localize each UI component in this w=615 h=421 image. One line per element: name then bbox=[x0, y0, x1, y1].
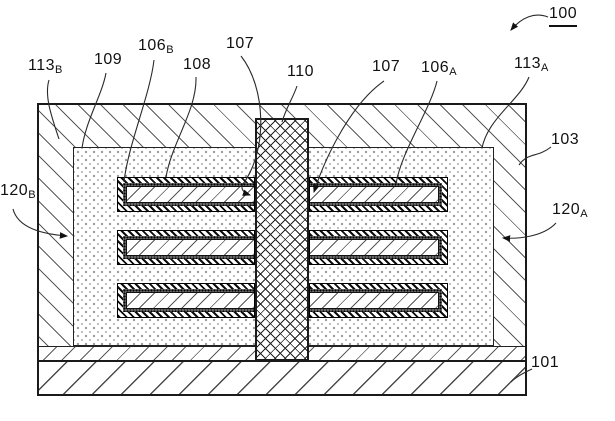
fin-liner-band bbox=[310, 236, 442, 259]
ref-label-108: 108 bbox=[183, 56, 212, 73]
fin-right-1 bbox=[309, 177, 448, 212]
fin-core bbox=[126, 186, 254, 203]
ref-label-101: 101 bbox=[531, 354, 560, 371]
fin-core bbox=[310, 292, 439, 309]
ref-label-107-left: 107 bbox=[226, 35, 255, 52]
fin-left-1 bbox=[117, 177, 255, 212]
fin-left-2 bbox=[117, 230, 255, 265]
center-pillar-110 bbox=[255, 118, 309, 361]
ref-label-109: 109 bbox=[94, 51, 123, 68]
ref-label-120A: 120A bbox=[552, 201, 588, 220]
fin-core bbox=[310, 186, 439, 203]
ref-label-106B: 106B bbox=[138, 37, 174, 56]
fin-liner-band bbox=[310, 183, 442, 206]
ref-label-113B: 113B bbox=[28, 57, 63, 76]
fin-liner-band bbox=[123, 289, 254, 312]
substrate-bar-101 bbox=[37, 360, 527, 396]
fin-core bbox=[126, 239, 254, 256]
ref-label-100: 100 bbox=[549, 6, 578, 27]
fin-right-3 bbox=[309, 283, 448, 318]
fin-core bbox=[126, 292, 254, 309]
fin-right-2 bbox=[309, 230, 448, 265]
ref-label-106A: 106A bbox=[421, 59, 457, 78]
ref-label-120B: 120B bbox=[0, 182, 36, 201]
leader-100 bbox=[510, 14, 549, 31]
fin-core bbox=[310, 239, 439, 256]
ref-label-107-right: 107 bbox=[372, 58, 401, 75]
ref-label-113A: 113A bbox=[514, 55, 549, 74]
fin-liner-band bbox=[123, 236, 254, 259]
fin-liner-band bbox=[310, 289, 442, 312]
fin-liner-band bbox=[123, 183, 254, 206]
fin-left-3 bbox=[117, 283, 255, 318]
ref-label-103: 103 bbox=[551, 131, 580, 148]
ref-label-110: 110 bbox=[287, 63, 315, 80]
